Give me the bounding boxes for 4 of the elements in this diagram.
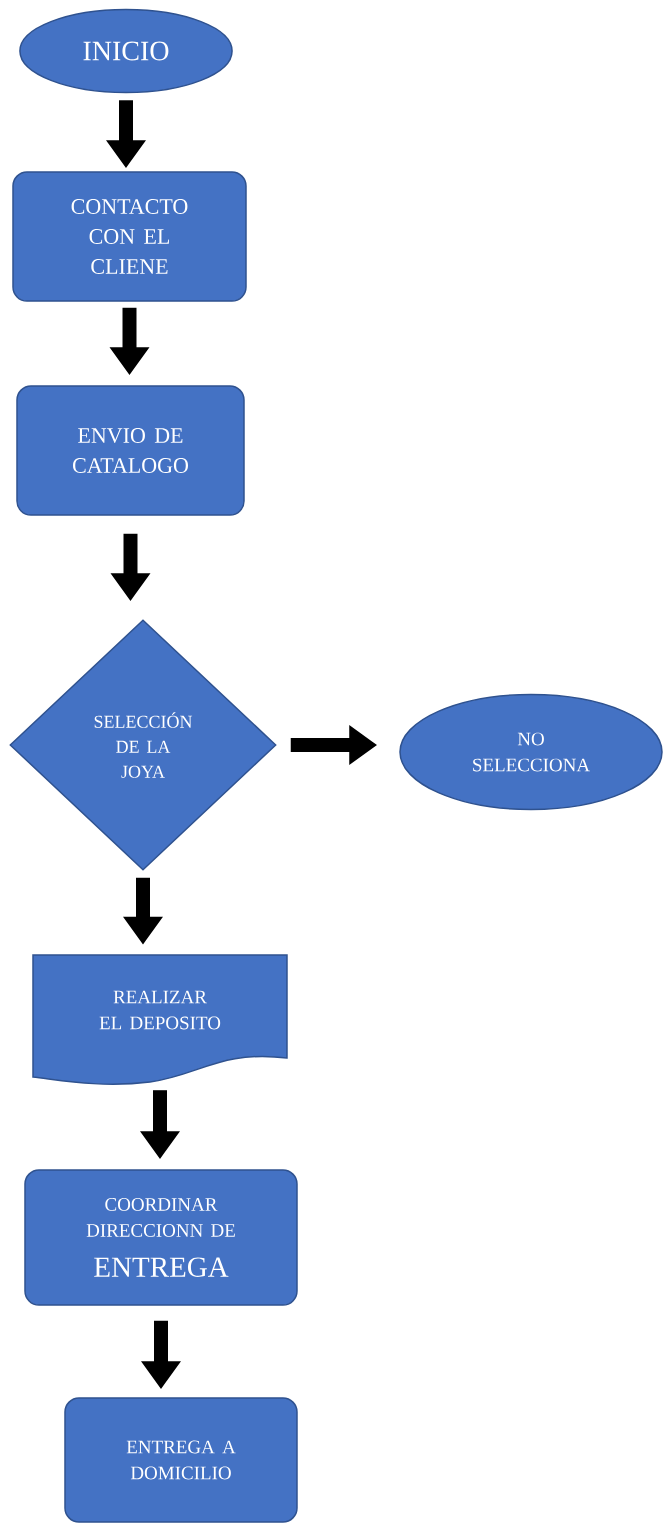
process-box: COORDINAR DIRECCIONN DE ENTREGA [24,1169,298,1306]
process-box: CONTACTO CON EL CLIENE [12,171,247,302]
process-box: ENVIO DE CATALOGO [16,385,245,516]
process-box: ENTREGA A DOMICILIO [64,1397,298,1523]
